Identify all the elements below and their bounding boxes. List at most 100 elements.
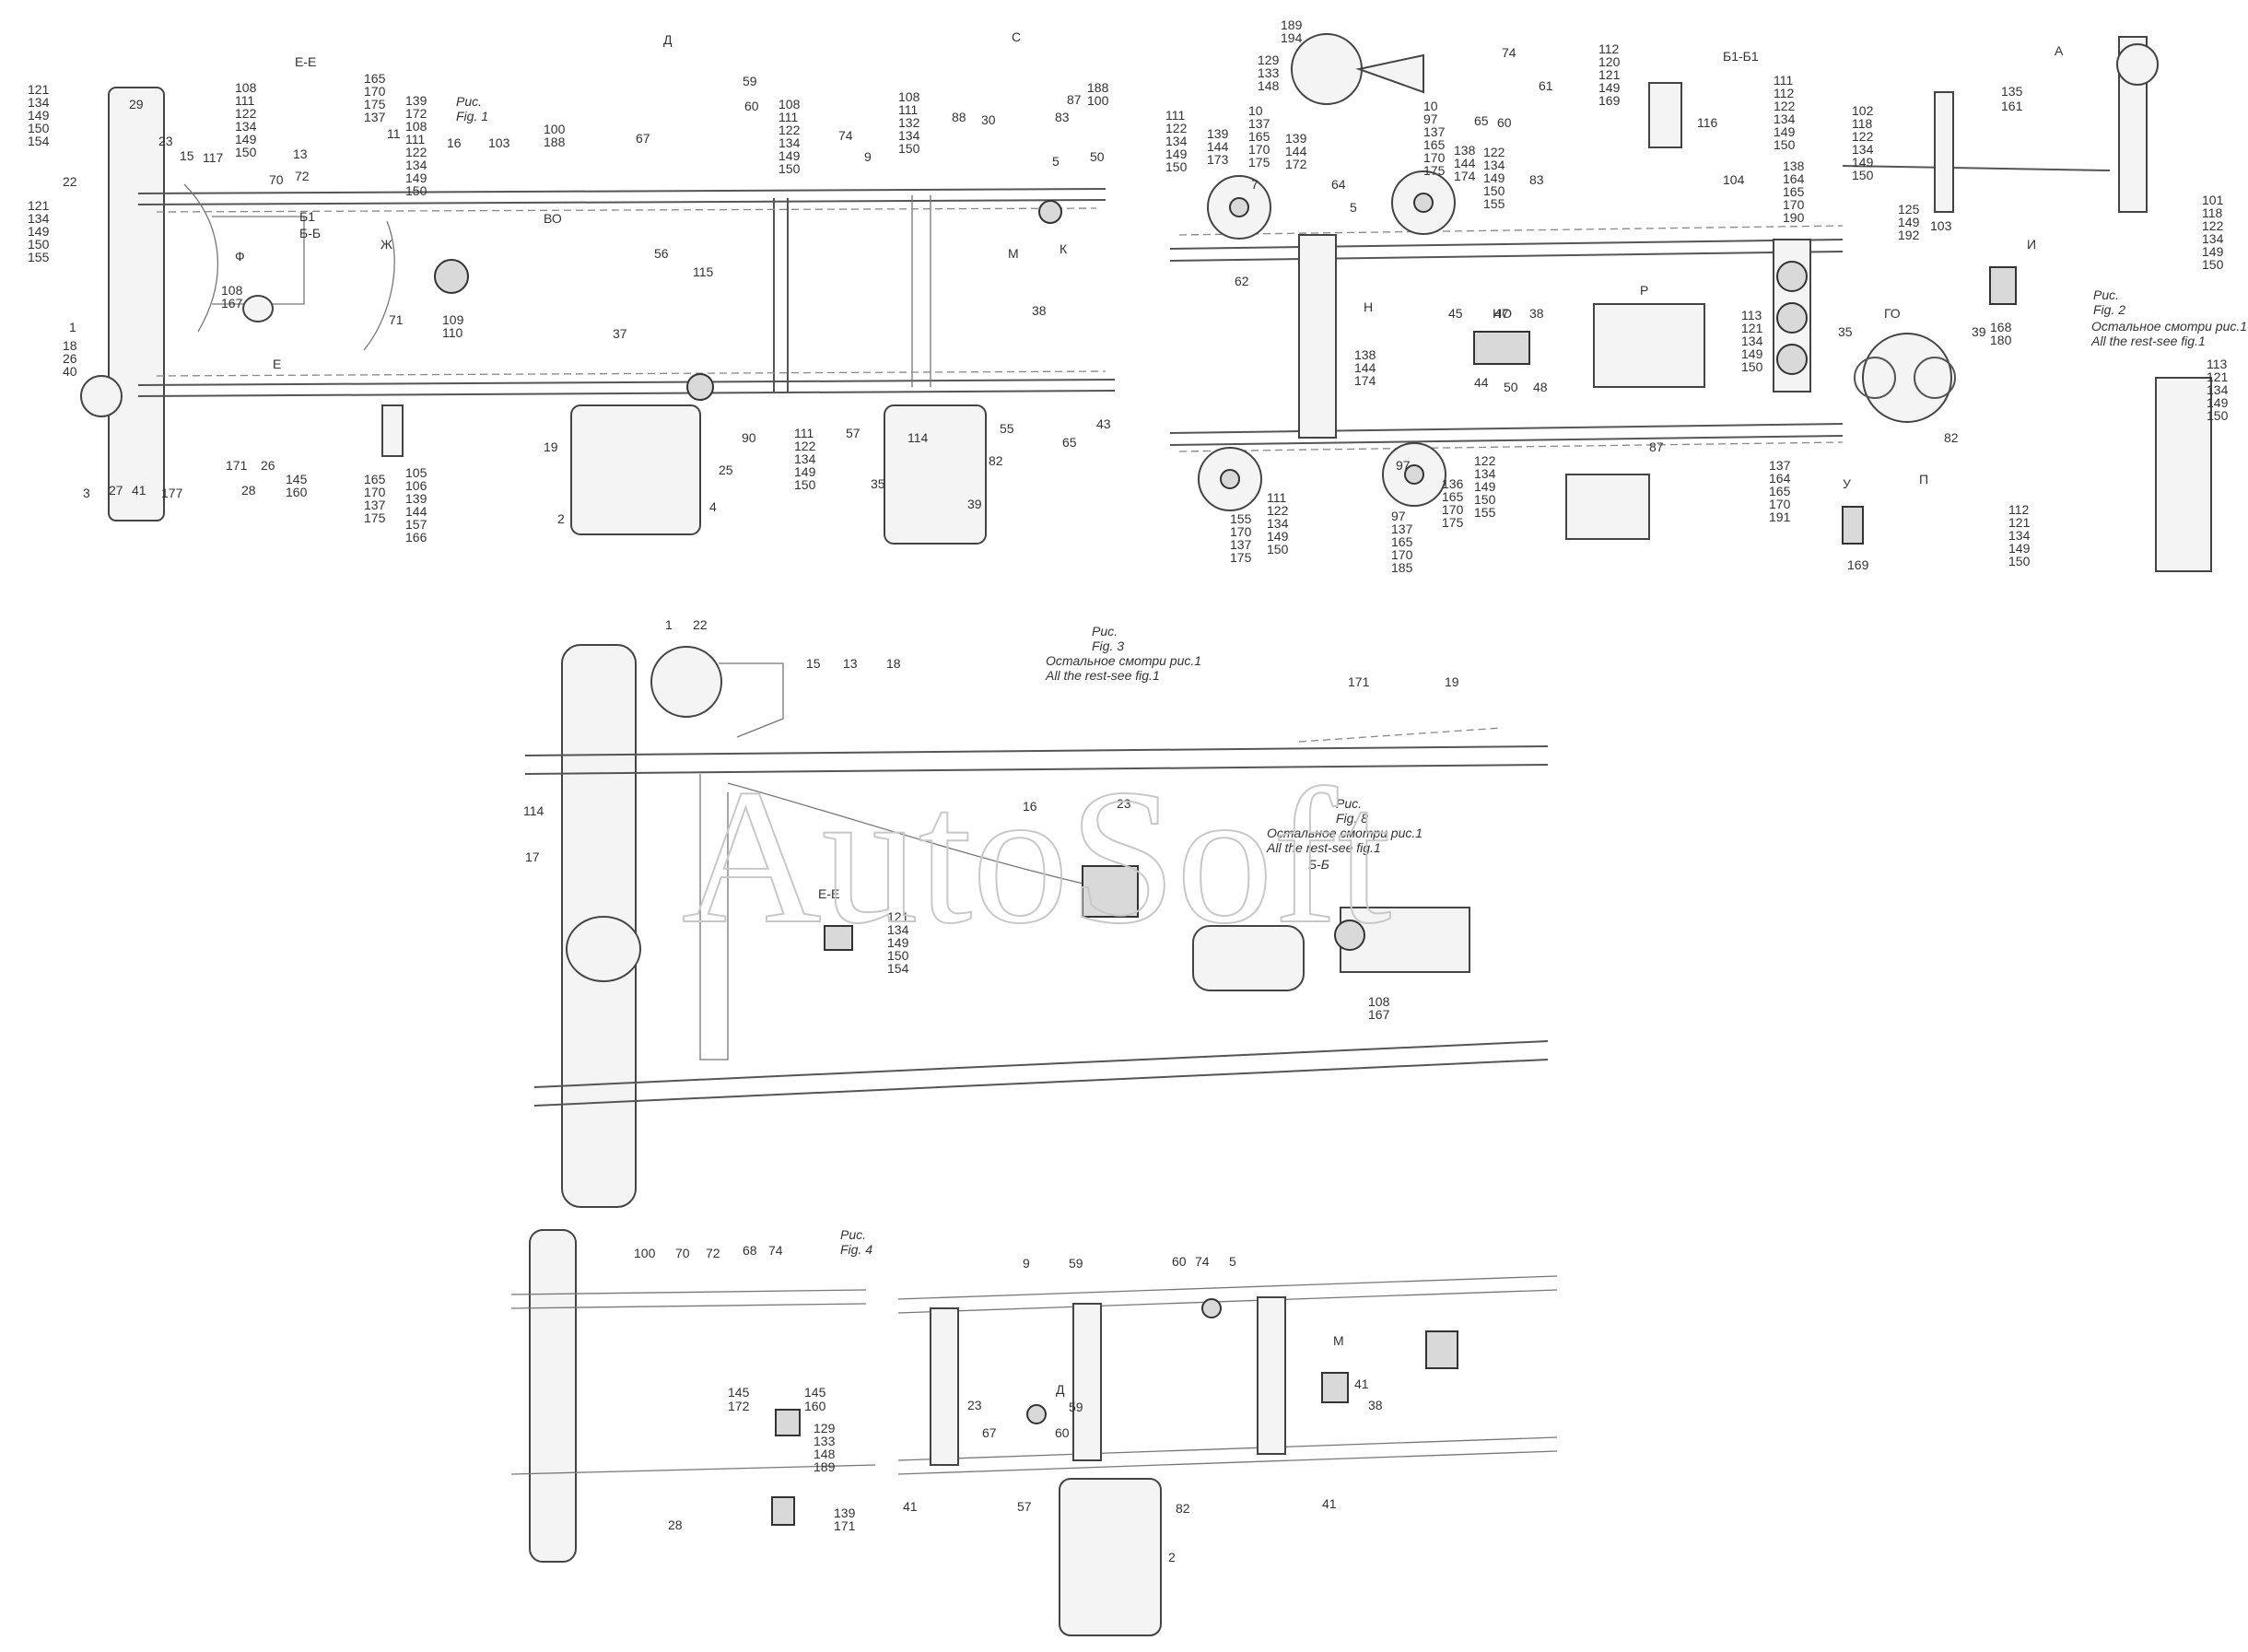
fig2-callout-185q: 185: [1391, 560, 1413, 575]
fig1-callout-71: 71: [389, 312, 404, 327]
fig4-callout-5: 5: [1229, 1254, 1236, 1269]
fig3-callout-22: 22: [693, 617, 708, 632]
chamber-hub-ur: [1413, 193, 1434, 213]
rear-frame-lower-b: [1169, 435, 1844, 446]
fig2-callout-102: 102: [1852, 103, 1874, 118]
fig2-callout-170o: 170: [1230, 524, 1252, 539]
fig1-callout-37: 37: [613, 326, 627, 341]
fig2-callout-137b: 137: [1248, 116, 1270, 131]
rear-frame-upper-b: [1169, 251, 1844, 262]
fig2-callout-45: 45: [1448, 306, 1463, 321]
fig1-callout-108j: 108: [221, 283, 243, 298]
fig2-callout-137l: 137: [1769, 458, 1791, 473]
fig2-callout-83: 83: [1529, 172, 1544, 187]
fig1-caption-en: Fig. 1: [456, 109, 488, 123]
view-r-block: [1593, 303, 1705, 388]
fig3-frame-lower: [533, 1040, 1549, 1088]
fig2-callout-111f: 111: [1774, 73, 1793, 88]
fig1-callout-100k: 100: [1087, 93, 1109, 108]
fig1-callout-5: 5: [1052, 154, 1060, 169]
fig2-callout-138t: 138: [1354, 347, 1376, 362]
fig1-callout-111: 111: [235, 93, 254, 108]
fig1-callout-139i: 139: [405, 491, 427, 506]
fig1-callout-154: 154: [28, 134, 50, 148]
chamber-hub-ul: [1229, 197, 1249, 217]
view-f-bracket: [1648, 82, 1682, 148]
fig1-callout-134c: 134: [235, 119, 257, 134]
fig2-callout-144t: 144: [1354, 360, 1376, 375]
fig4-callout-160: 160: [804, 1399, 826, 1413]
fig4-callout-145: 145: [728, 1385, 750, 1400]
fig3-callout-114: 114: [523, 803, 544, 818]
fig1-callout-150b: 150: [28, 237, 50, 252]
fig2-callout-144c: 144: [1454, 156, 1476, 170]
fig2-callout-170b: 170: [1248, 142, 1270, 157]
fig1-callout-150e: 150: [779, 161, 801, 176]
fig2-callout-174c: 174: [1454, 169, 1476, 183]
fig4-callout-38: 38: [1368, 1398, 1383, 1412]
fig1-callout-65: 65: [1062, 435, 1077, 450]
fig1-callout-59: 59: [743, 74, 757, 88]
fig8-flange: [1192, 925, 1305, 991]
fig2-callout-144b: 144: [1207, 139, 1229, 154]
fig4-left-frame-lower: [510, 1464, 876, 1475]
fig2-callout-47: 47: [1494, 306, 1509, 321]
fig4-callout-59b: 59: [1069, 1400, 1083, 1414]
fig4-callout-68: 68: [743, 1243, 757, 1258]
air-line-upper: [156, 207, 1097, 213]
fig2-callout-150d: 150: [1483, 183, 1505, 198]
fig1-callout-16: 16: [447, 135, 462, 150]
view-label-b1: Б1: [299, 209, 315, 224]
fig2-callout-175r: 175: [1442, 515, 1464, 530]
front-bumper: [108, 87, 165, 521]
view-label-b1b1: Б1-Б1: [1723, 49, 1759, 64]
fig3-frame-lower-b: [533, 1059, 1549, 1107]
view-label-d: Д: [663, 32, 673, 47]
fig1-callout-170: 170: [364, 84, 386, 99]
fig4-cross-member-1: [930, 1307, 959, 1466]
fig1-callout-171: 171: [226, 458, 248, 473]
fig2-callout-111p: 111: [1267, 490, 1286, 505]
valve-go-ring-2: [1914, 357, 1956, 399]
fig1-callout-67: 67: [636, 131, 650, 146]
fig2-callout-149d: 149: [1483, 170, 1505, 185]
fig4-valve-m: [1321, 1372, 1349, 1403]
rear-valve-1: [1776, 261, 1808, 292]
fig4-view-d: Д: [1056, 1382, 1065, 1397]
fig2-callout-137: 137: [1423, 124, 1446, 139]
fig2-callout-173b: 173: [1207, 152, 1229, 167]
rear-air-line-upper: [1178, 225, 1844, 236]
fig1-callout-149b: 149: [28, 224, 50, 239]
fig4-view-m: М: [1333, 1333, 1344, 1348]
fig1-callout-108d: 108: [405, 119, 427, 134]
fig3-callout-16: 16: [1023, 799, 1037, 814]
fig2-callout-155s: 155: [1474, 505, 1496, 520]
fig1-callout-90: 90: [742, 430, 756, 445]
fig2-callout-134n: 134: [2008, 528, 2031, 543]
fig1-callout-38: 38: [1032, 303, 1047, 318]
view-i-fitting: [2116, 43, 2159, 86]
fig2-callout-10b: 10: [1248, 103, 1263, 118]
fig2-callout-149h: 149: [1898, 215, 1920, 229]
fig1-callout-57: 57: [846, 426, 861, 440]
fig2-callout-61: 61: [1539, 78, 1553, 93]
fig8-callout-108: 108: [1368, 994, 1390, 1009]
fig8-note-en: All the rest-see fig.1: [1266, 840, 1381, 855]
fig1-callout-157i: 157: [405, 517, 427, 532]
fig2-callout-150g: 150: [1852, 168, 1874, 182]
fig4-callout-172: 172: [728, 1399, 750, 1413]
fig8-fitting-108: [1334, 920, 1365, 951]
fig2-callout-60: 60: [1497, 115, 1512, 130]
fig2-callout-137o: 137: [1230, 537, 1252, 552]
valve-90: [686, 373, 714, 401]
fig4-right-frame-lower: [897, 1436, 1558, 1461]
view-p-block: [1565, 474, 1650, 540]
fig2-callout-170l: 170: [1769, 497, 1791, 511]
fig3-frame-upper: [524, 745, 1549, 756]
rear-frame-lower: [1169, 423, 1844, 434]
rear-cross-member: [1298, 234, 1337, 439]
fig1-callout-134d: 134: [405, 158, 427, 172]
fig1-callout-3: 3: [83, 486, 90, 500]
fig2-callout-134g: 134: [1852, 142, 1874, 157]
fig2-callout-155o: 155: [1230, 511, 1252, 526]
